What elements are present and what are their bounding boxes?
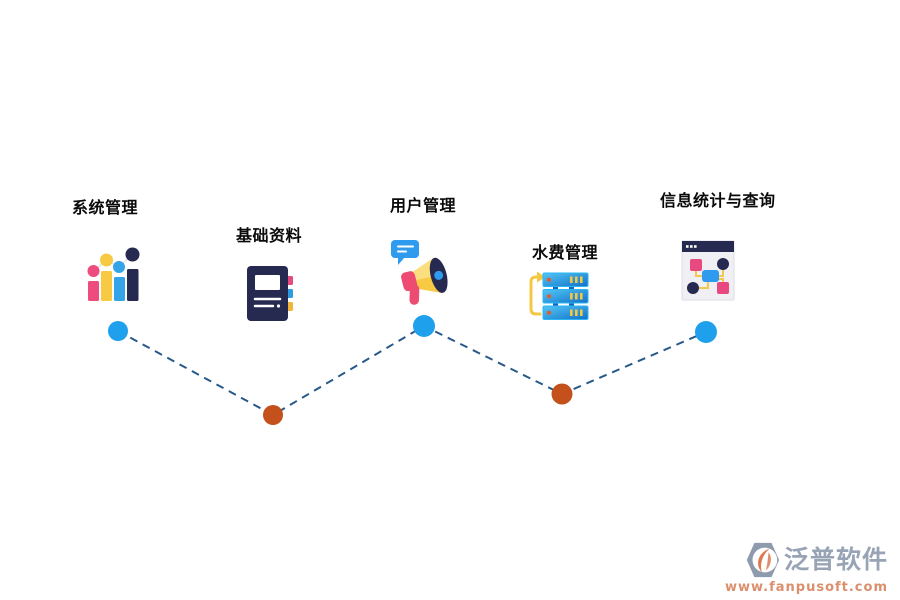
node-label-system-management: 系统管理 <box>72 198 139 217</box>
brand-name: 泛普软件 <box>783 545 888 575</box>
node-label-water-fee-management: 水费管理 <box>532 243 599 262</box>
megaphone-icon <box>390 234 456 310</box>
notebook-icon <box>242 263 298 327</box>
fanpu-logo-icon <box>746 542 780 578</box>
milestone-dot-5 <box>695 321 717 343</box>
milestone-dot-2 <box>263 405 283 425</box>
milestone-dot-1 <box>108 321 128 341</box>
dashed-connector-line <box>117 324 707 417</box>
brand-website-link[interactable]: www.fanpusoft.com <box>724 580 888 595</box>
node-label-user-management: 用户管理 <box>390 196 457 215</box>
flowchart-window-icon <box>680 238 736 306</box>
brand-footer: 泛普软件 www.fanpusoft.com <box>725 541 888 595</box>
bar-chart-growth-icon <box>79 240 143 310</box>
server-stack-icon <box>524 268 590 330</box>
node-label-basic-data: 基础资料 <box>236 226 303 245</box>
milestone-dot-3 <box>413 315 435 337</box>
milestone-dot-4 <box>551 383 573 405</box>
node-label-information-statistics-query: 信息统计与查询 <box>660 191 776 210</box>
